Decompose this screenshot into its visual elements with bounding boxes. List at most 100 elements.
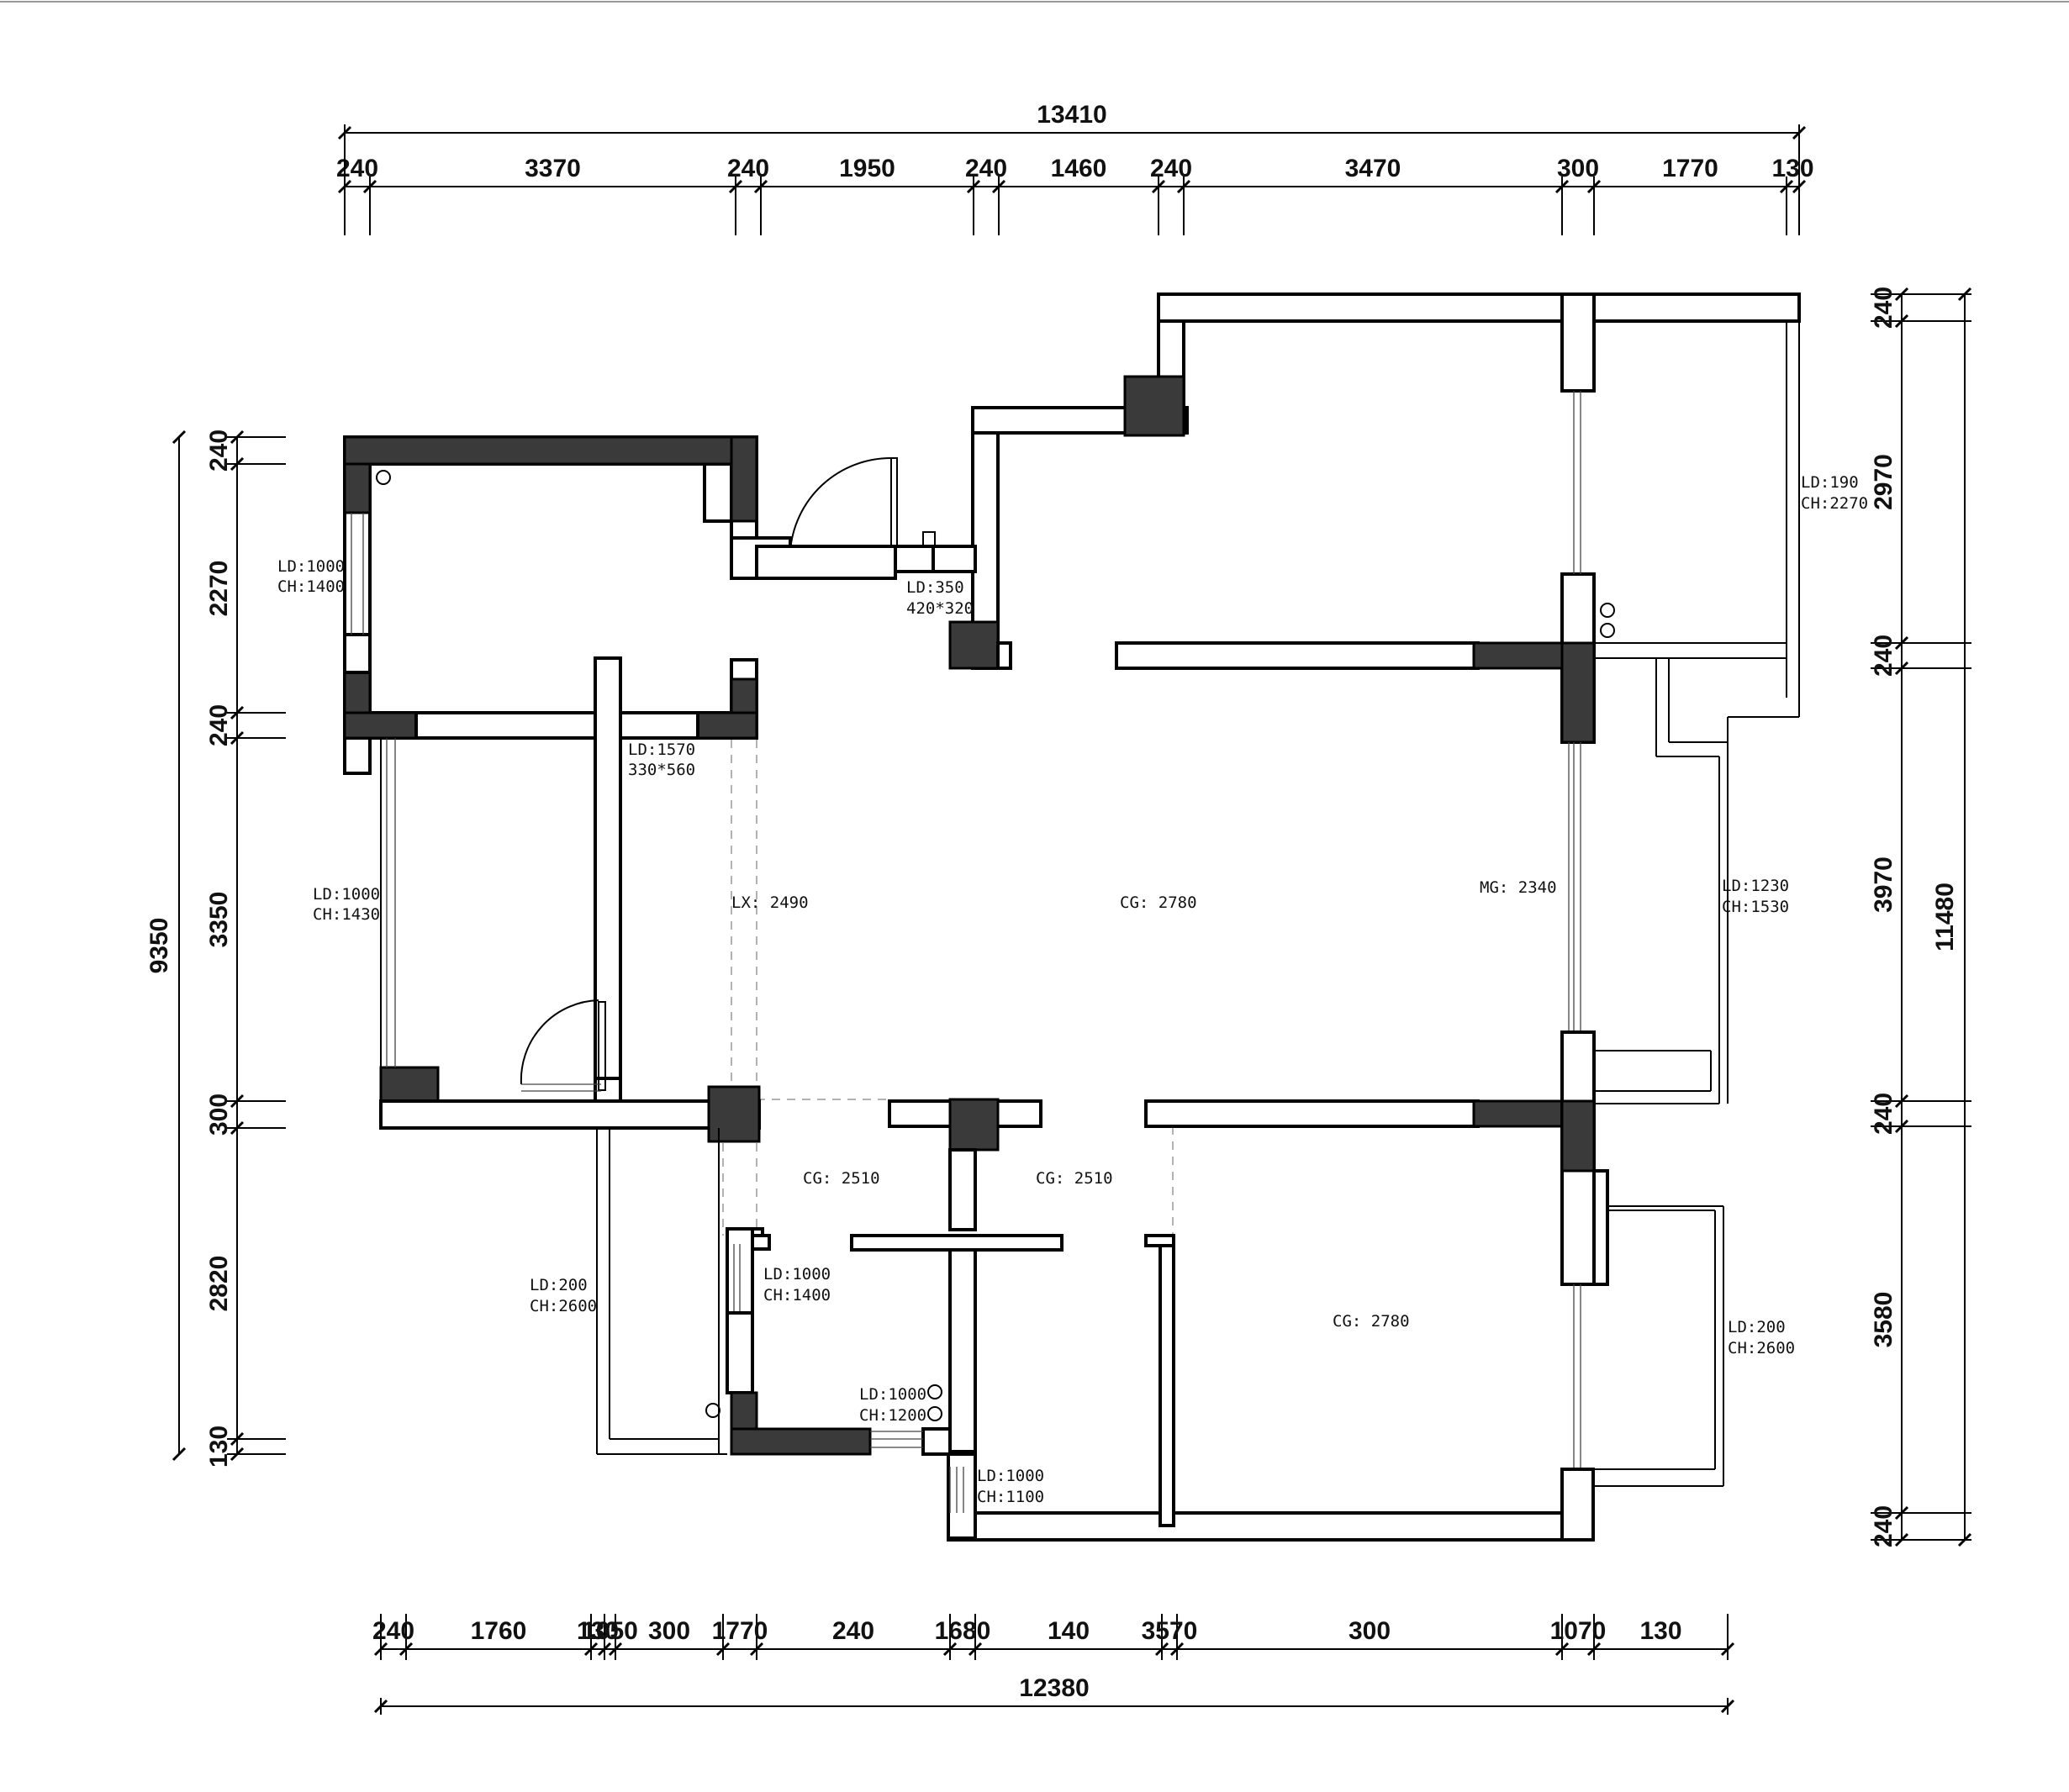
label-win-left-balc-ch: CH:2600 — [530, 1297, 597, 1315]
label-win-balc-bot-ch: CH:2600 — [1728, 1339, 1795, 1357]
label-win-kitchen-size: 420*320 — [906, 599, 974, 618]
right-dim-segment-label: 240 — [1870, 287, 1897, 329]
left-dim-tick — [172, 1447, 187, 1462]
label-win-bed2-ch: CH:1430 — [313, 905, 380, 924]
opening-lines — [722, 740, 1174, 1236]
top-dim-segment-label: 1950 — [839, 155, 895, 182]
right-dim-tick — [1894, 1119, 1909, 1134]
left-dim-segment-label: 300 — [205, 1094, 233, 1136]
right-dim-tick — [1894, 1532, 1909, 1547]
left-dim-tick — [230, 705, 245, 720]
right-dim-segment-label: 240 — [1870, 1093, 1897, 1135]
top-dim-segment-label: 1770 — [1662, 155, 1718, 182]
top-dim-tick — [991, 179, 1006, 194]
label-win-balc-mid-ch: CH:1530 — [1722, 898, 1789, 916]
bottom-dim-tick — [1154, 1642, 1169, 1657]
left-balcony — [596, 1128, 727, 1455]
top-dim-segment-label: 1460 — [1051, 155, 1107, 182]
top-dim-tick — [1176, 179, 1191, 194]
right-dim-tick — [1894, 314, 1909, 329]
right-dim-tick — [1894, 1094, 1909, 1109]
right-balconies — [1568, 321, 1800, 1104]
label-win-bed2-ld: LD:1000 — [313, 885, 380, 904]
label-win-left-balc-ld: LD:200 — [530, 1276, 588, 1294]
left-dim-segment-label: 2270 — [205, 561, 233, 617]
bottom-dim-segment-label: 140 — [1048, 1617, 1090, 1645]
right-dim-tick — [1957, 1532, 1972, 1547]
label-cg-center: CG: 2780 — [1120, 893, 1197, 912]
label-mg: MG: 2340 — [1480, 878, 1557, 897]
bedroom-2-walls — [379, 656, 761, 1143]
left-dim-tick — [172, 430, 187, 445]
label-win-bed1-ch: CH:1400 — [277, 577, 345, 596]
top-dim-total-label: 13410 — [1037, 101, 1106, 129]
bottom-dim-segment-label: 3570 — [1142, 1617, 1198, 1645]
right-dim-tick — [1894, 635, 1909, 651]
bottom-dim-tick — [398, 1642, 414, 1657]
bottom-dim-tick — [583, 1642, 599, 1657]
label-win-balc-bot-ld: LD:200 — [1728, 1318, 1786, 1336]
top-dim-tick — [362, 179, 377, 194]
label-beam-ld: LD:1570 — [628, 741, 695, 759]
top-dim-segment-label: 240 — [727, 155, 769, 182]
bedroom-3-walls — [947, 1234, 1595, 1542]
label-win-bath2-ch: CH:1200 — [859, 1406, 926, 1425]
label-win-balc-mid-ld: LD:1230 — [1722, 877, 1789, 895]
bedroom-1-walls — [343, 435, 792, 775]
top-dim-segment-label: 130 — [1771, 155, 1813, 182]
bottom-dim-tick — [1720, 1642, 1735, 1657]
right-dim-tick — [1894, 1505, 1909, 1521]
label-win-kitchen-ld: LD:350 — [906, 578, 964, 597]
label-win-bath1-ch: CH:1400 — [763, 1286, 831, 1304]
bottom-dim-tick — [715, 1642, 731, 1657]
left-dim-total-label: 9350 — [145, 918, 173, 974]
top-dim-tick — [1151, 179, 1166, 194]
master-bedroom-walls — [1115, 293, 1615, 744]
bottom-dim-total-label: 12380 — [1019, 1674, 1089, 1702]
left-dim-tick — [230, 1094, 245, 1109]
bottom-dim-tick — [1169, 1642, 1185, 1657]
bottom-dim-segment-label: 1680 — [935, 1617, 991, 1645]
bottom-dim-tick — [942, 1642, 958, 1657]
label-win-bath1-ld: LD:1000 — [763, 1265, 831, 1283]
right-dim-segment-label: 3580 — [1870, 1292, 1897, 1348]
bottom-dim-segment-label: 1770 — [712, 1617, 768, 1645]
top-dim-tick — [1554, 179, 1570, 194]
center-walls — [1144, 1030, 1652, 1286]
left-dim-segment-label: 240 — [205, 704, 233, 746]
bottom-dim-segment-label: 240 — [832, 1617, 874, 1645]
right-dim-segment-label: 240 — [1870, 635, 1897, 677]
left-dim-tick — [230, 1431, 245, 1447]
left-dim-tick — [230, 1447, 245, 1462]
right-dim-segment-label: 240 — [1870, 1505, 1897, 1547]
label-lx: LX: 2490 — [731, 893, 809, 912]
left-dim-tick — [230, 1120, 245, 1136]
bathroom-walls — [718, 1128, 964, 1513]
bottom-dim-tick — [968, 1642, 983, 1657]
right-dim-tick — [1894, 287, 1909, 302]
label-win-balc-top-ch: CH:2270 — [1801, 494, 1868, 513]
left-dim-tick — [230, 730, 245, 746]
center-cross-walls — [850, 1098, 1064, 1540]
label-win-balc-top-ld: LD:190 — [1801, 473, 1859, 492]
right-dim-total-label: 11480 — [1931, 883, 1959, 951]
bottom-dim-segment-label: 130 — [577, 1617, 619, 1645]
right-dim-tick — [1957, 287, 1972, 302]
top-dim-segment-label: 300 — [1557, 155, 1599, 182]
left-dim-segment-label: 3350 — [205, 892, 233, 948]
left-dim-segment-label: 130 — [205, 1426, 233, 1468]
bottom-dim-segment-label: 300 — [1349, 1617, 1391, 1645]
right-dim-tick — [1894, 661, 1909, 676]
bottom-dim-segment-label: 300 — [648, 1617, 690, 1645]
top-dim-segment-label: 240 — [1150, 155, 1192, 182]
right-dim-segment-label: 2970 — [1870, 454, 1897, 510]
label-win-bath3-ld: LD:1000 — [977, 1467, 1044, 1485]
bottom-dim-tick — [1586, 1642, 1602, 1657]
left-dim-tick — [230, 456, 245, 472]
bottom-dim-segment-label: 1050 — [582, 1617, 638, 1645]
label-win-bath2-ld: LD:1000 — [859, 1385, 926, 1404]
label-win-bed1-ld: LD:1000 — [277, 557, 345, 576]
